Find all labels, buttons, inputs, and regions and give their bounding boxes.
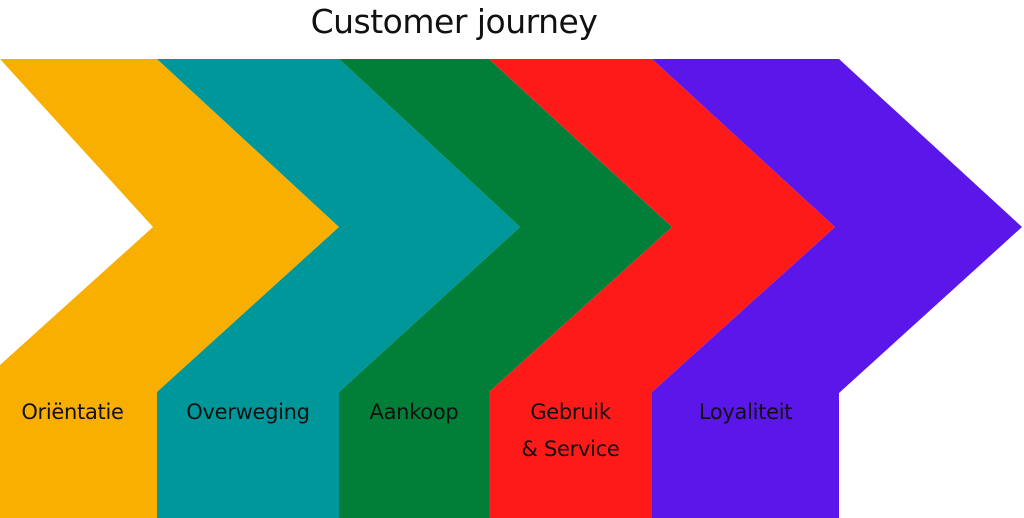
stage-label-line: & Service <box>521 437 620 461</box>
diagram-title: Customer journey <box>310 2 598 41</box>
stage-chevron-3 <box>339 59 672 518</box>
stage-chevron-1 <box>0 59 339 518</box>
stage-label-line: Loyaliteit <box>698 400 793 424</box>
stage-chevron-5 <box>652 59 1022 518</box>
stage-label-2: Overweging <box>157 394 339 431</box>
stage-label-line: Aankoop <box>369 400 459 424</box>
stage-chevron-2 <box>157 59 520 518</box>
stage-label-4: Gebruik & Service <box>489 394 652 468</box>
stage-label-line: Oriëntatie <box>21 400 124 424</box>
stage-label-line: Gebruik <box>530 400 611 424</box>
stage-label-line: Overweging <box>186 400 310 424</box>
stage-label-1: Oriëntatie <box>0 394 151 431</box>
stage-chevron-4 <box>489 59 835 518</box>
stage-label-3: Aankoop <box>339 394 489 431</box>
stage-label-5: Loyaliteit <box>652 394 839 431</box>
